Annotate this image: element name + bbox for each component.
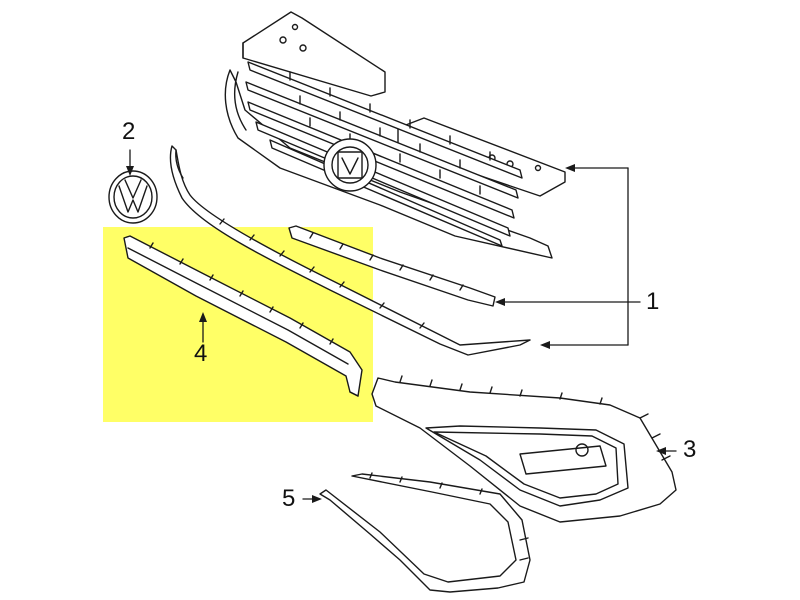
bezel-trim-strip <box>319 472 531 593</box>
callout-1-label: 1 <box>646 288 660 315</box>
leader-lines <box>129 149 677 500</box>
lower-grille-molding <box>123 235 363 397</box>
callout-2-label: 2 <box>122 118 136 145</box>
upper-grille-assembly <box>224 11 566 259</box>
grille-lower-trim <box>169 145 531 356</box>
grille-chrome-strip <box>288 225 496 307</box>
callout-4-label: 4 <box>194 340 208 367</box>
callout-3-label: 3 <box>683 436 697 463</box>
callout-5-label: 5 <box>282 485 296 512</box>
leader-arrowheads <box>126 164 666 503</box>
vw-emblem <box>108 170 158 224</box>
fog-lamp-bezel <box>371 375 677 523</box>
